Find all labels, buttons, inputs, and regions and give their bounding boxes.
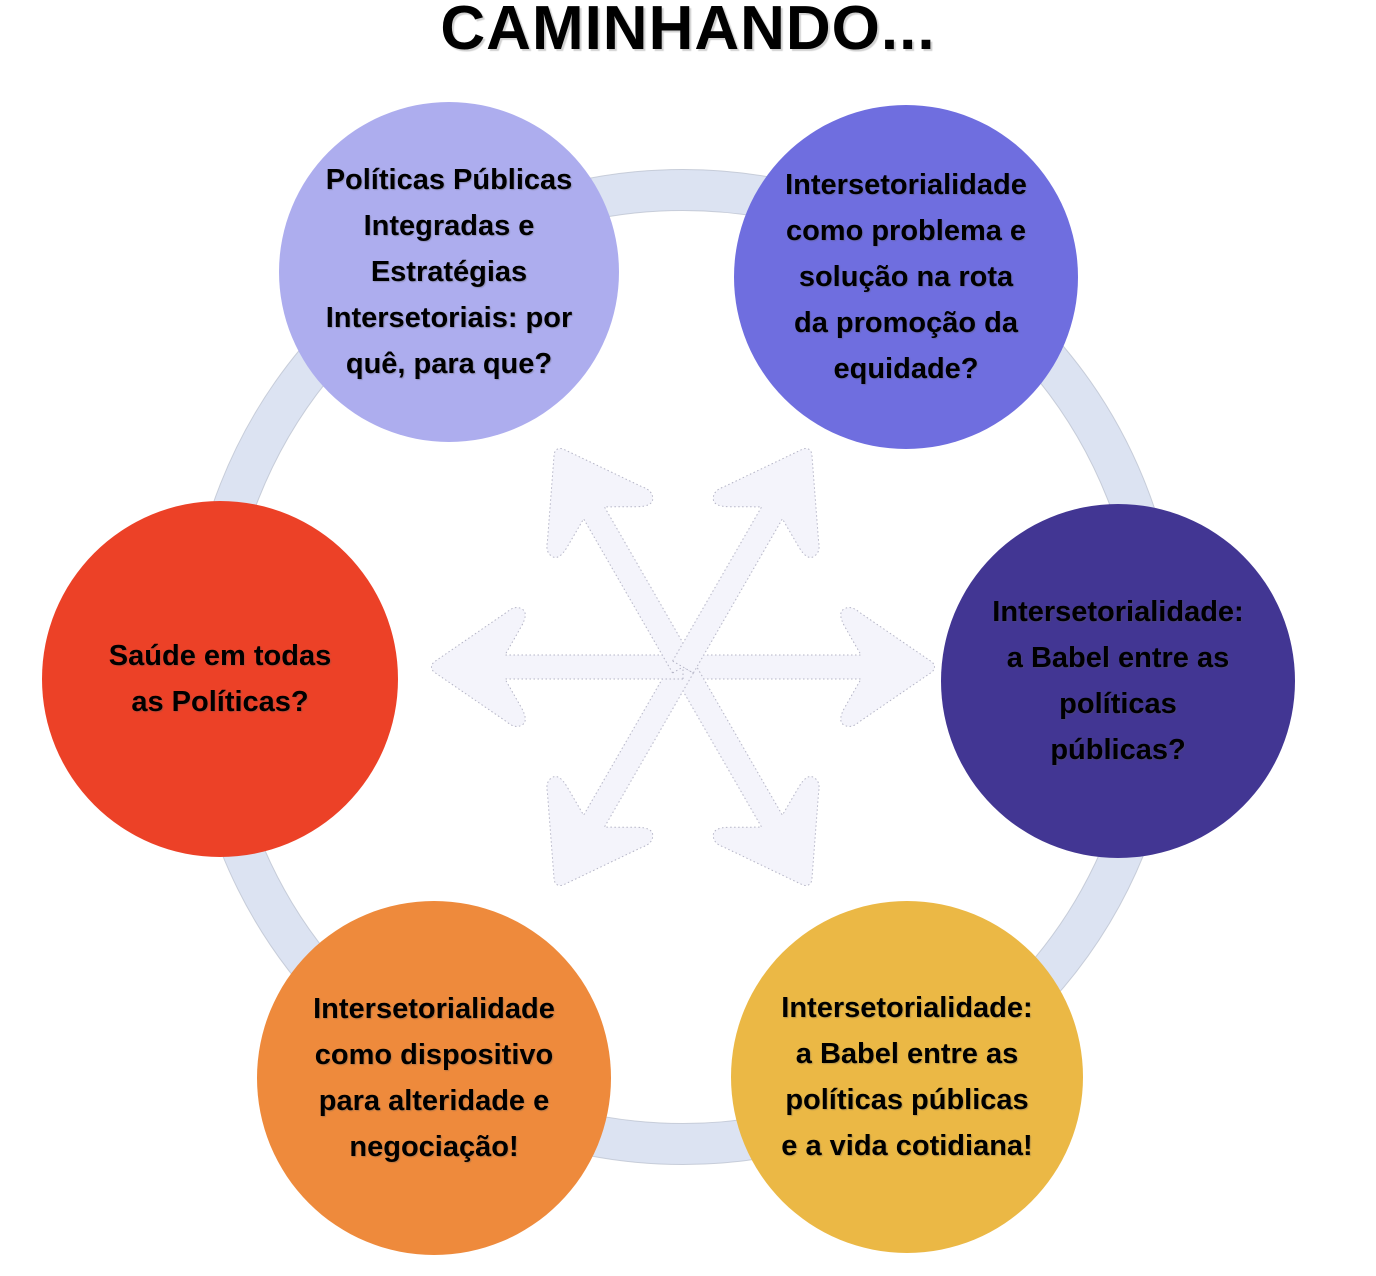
arrow-down-right-icon xyxy=(672,660,820,887)
node-right: Intersetorialidade: a Babel entre as pol… xyxy=(941,504,1295,858)
node-label: Intersetorialidade: a Babel entre as pol… xyxy=(781,992,1033,1162)
node-label: Intersetorialidade: a Babel entre as pol… xyxy=(992,596,1244,766)
node-label: Políticas Públicas Integradas e Estratég… xyxy=(325,164,573,380)
arrow-down-left-icon xyxy=(546,660,694,887)
node-bottom-left: Intersetorialidade como dispositivo para… xyxy=(257,901,611,1255)
arrow-up-right-icon xyxy=(672,447,820,674)
node-top-left: Políticas Públicas Integradas e Estratég… xyxy=(279,102,619,442)
node-label: Intersetorialidade como dispositivo para… xyxy=(313,993,555,1163)
arrow-up-left-icon xyxy=(546,447,694,674)
arrow-right-icon xyxy=(682,607,935,727)
node-left: Saúde em todas as Políticas? xyxy=(42,501,398,857)
node-label: Intersetorialidade como problema e soluç… xyxy=(785,169,1027,385)
page-title: CAMINHANDO... xyxy=(440,0,936,63)
six-way-arrows-icon xyxy=(431,447,935,887)
node-label: Saúde em todas as Políticas? xyxy=(108,640,332,718)
node-bottom-right: Intersetorialidade: a Babel entre as pol… xyxy=(731,901,1083,1253)
arrow-left-icon xyxy=(431,607,684,727)
node-top-right: Intersetorialidade como problema e soluç… xyxy=(734,105,1078,449)
